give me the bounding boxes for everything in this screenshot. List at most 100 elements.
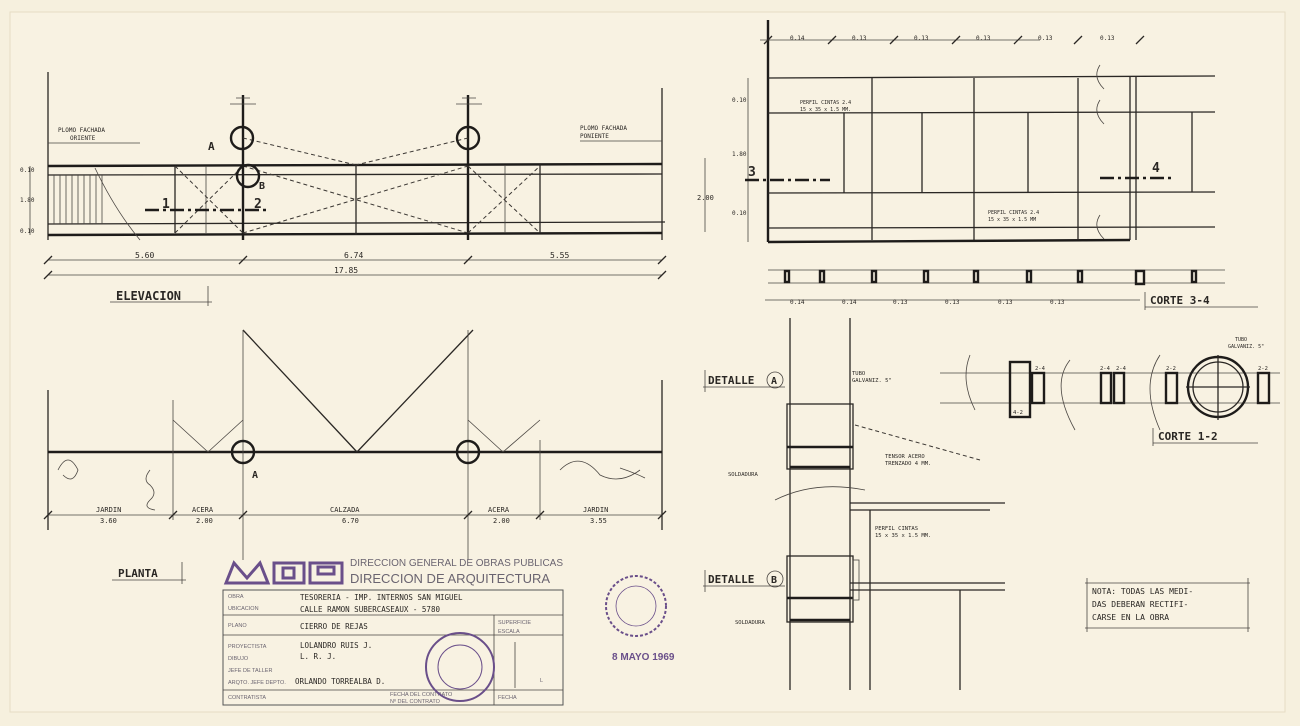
section-2-label: 2 [254, 197, 262, 212]
plomo-oriente-label-2: ORIENTE [70, 135, 96, 142]
c12-label-3: 2-4 [1100, 366, 1111, 372]
top-dim-3: 0.13 [914, 35, 929, 42]
section-3-label: 3 [748, 165, 756, 180]
detail-b-perfil-2: 15 x 35 x 1.5 MM. [875, 533, 931, 539]
note-line-1: NOTA: TODAS LAS MEDI- [1092, 587, 1193, 596]
height-dim-mid: 1.80 [20, 197, 35, 204]
reception-stamp: 8 MAYO 1969 [605, 575, 675, 663]
detail-b-perfil: PERFIL CINTAS [875, 526, 918, 532]
c12-tubo-2: GALVANIZ. 5" [1228, 344, 1264, 350]
arqto-jefe-value: ORLANDO TORREALBA D. [295, 677, 385, 686]
fecha-label: FECHA [498, 695, 517, 701]
elevation-title: ELEVACION [116, 289, 181, 303]
plano-label: PLANO [228, 623, 247, 629]
bottom-dim-5: 0.13 [998, 299, 1013, 306]
arqto-jefe-label: ARQTO. JEFE DEPTO. [228, 680, 286, 686]
plan-detail-a-label: A [252, 470, 258, 481]
section-1-2-title: CORTE 1-2 [1158, 430, 1218, 443]
detail-b-marker [235, 163, 261, 189]
detail-b-title: DETALLE [708, 573, 754, 586]
section-4-label: 4 [1152, 161, 1160, 176]
c34-total-height: 2.00 [697, 194, 714, 202]
org-line-2: DIRECCION DE ARQUITECTURA [350, 571, 550, 586]
jefe-taller-label: JEFE DE TALLER [228, 668, 272, 674]
detail-a-soldadura: SOLDADURA [728, 472, 758, 478]
c34-height-bottom: 0.10 [732, 210, 747, 217]
zone-jardin-2-dim: 3.55 [590, 517, 607, 525]
c34-height-mid: 1.80 [732, 151, 747, 158]
detail-a-letter: A [771, 376, 777, 387]
zone-acera-1-dim: 2.00 [196, 517, 213, 525]
perfil-note-top-2: 15 x 35 x 1.5 MM. [800, 107, 851, 113]
zone-acera-2: ACERA [488, 506, 510, 514]
plomo-poniente-label-2: PONIENTE [580, 133, 609, 140]
dim-1: 5.60 [135, 251, 154, 260]
detail-a-tensor-2: TRENZADO 4 MM. [885, 461, 931, 467]
zone-calzada: CALZADA [330, 506, 360, 514]
elevation-view: A B 1 2 PLOMO FACHADA ORIENTE PLOMO FACH… [20, 72, 667, 306]
zone-acera-2-dim: 2.00 [493, 517, 510, 525]
obra-label: OBRA [228, 594, 244, 600]
detail-a-label: A [208, 140, 215, 153]
plano-value: CIERRO DE REJAS [300, 622, 368, 631]
detail-a-title: DETALLE [708, 374, 754, 387]
detail-a-tubo: TUBO [852, 371, 865, 377]
c12-label-6: 2-2 [1258, 366, 1268, 372]
lamina-label: L [540, 678, 543, 684]
note-line-2: DAS DEBERAN RECTIFI- [1092, 600, 1188, 609]
plan-title: PLANTA [118, 567, 158, 580]
dim-2: 6.74 [344, 251, 363, 260]
total-dim: 17.85 [334, 266, 358, 275]
dibujo-label: DIBUJO [228, 656, 249, 662]
ubicacion-value: CALLE RAMON SUBERCASEAUX - 5780 [300, 605, 440, 614]
escala-label: ESCALA [498, 629, 520, 635]
plomo-oriente-label: PLOMO FACHADA [58, 127, 105, 134]
top-dim-6: 0.13 [1100, 35, 1115, 42]
note-box: NOTA: TODAS LAS MEDI- DAS DEBERAN RECTIF… [1085, 578, 1250, 632]
stamp-date: 8 MAYO 1969 [612, 652, 675, 663]
bottom-dim-3: 0.13 [893, 299, 908, 306]
bottom-dim-2: 0.14 [842, 299, 857, 306]
perfil-note-bottom: PERFIL CINTAS 2.4 [988, 210, 1039, 216]
height-dim-bottom: 0.10 [20, 228, 35, 235]
mop-logo [223, 560, 344, 585]
detail-b-letter: B [771, 575, 777, 586]
perfil-note-bottom-2: 15 x 35 x 1.5 MM [988, 217, 1036, 223]
c34-height-top: 0.10 [732, 97, 747, 104]
detail-views: DETALLE A TUBO GALVANIZ. 5" TENSOR ACERO… [703, 318, 1005, 690]
detail-b-label: B [259, 181, 265, 192]
zone-jardin-1-dim: 3.60 [100, 517, 117, 525]
top-dim-5: 0.13 [1038, 35, 1053, 42]
zone-calzada-dim: 6.70 [342, 517, 359, 525]
c12-label-5: 2-2 [1166, 366, 1176, 372]
section-1-2-view: 2-4 4-2 2-4 2-4 2-2 2-2 TUBO GALVANIZ. 5… [940, 337, 1280, 446]
superficie-label: SUPERFICIE [498, 620, 531, 626]
bottom-dim-6: 0.13 [1050, 299, 1065, 306]
c12-label-1: 2-4 [1035, 366, 1046, 372]
detail-a-marker [229, 125, 255, 151]
top-dim-1: 0.14 [790, 35, 805, 42]
bottom-dim-1: 0.14 [790, 299, 805, 306]
top-dim-2: 0.13 [852, 35, 867, 42]
detail-a-tubo-2: GALVANIZ. 5" [852, 378, 892, 384]
proyectista-label: PROYECTISTA [228, 644, 267, 650]
zone-jardin-2: JARDIN [583, 506, 608, 514]
bottom-dim-4: 0.13 [945, 299, 960, 306]
obra-value: TESORERIA - IMP. INTERNOS SAN MIGUEL [300, 593, 463, 602]
detail-b-soldadura: SOLDADURA [735, 620, 765, 626]
section-1-label: 1 [162, 197, 170, 212]
org-line-1: DIRECCION GENERAL DE OBRAS PUBLICAS [350, 558, 563, 569]
section-3-4-title: CORTE 3-4 [1150, 294, 1210, 307]
top-dim-4: 0.13 [976, 35, 991, 42]
detail-a-tensor: TENSOR ACERO [885, 454, 925, 460]
zone-acera-1: ACERA [192, 506, 214, 514]
note-line-3: CARSE EN LA OBRA [1092, 613, 1169, 622]
contratista-label: CONTRATISTA [228, 695, 266, 701]
zone-jardin-1: JARDIN [96, 506, 121, 514]
official-stamp [425, 632, 495, 702]
proyectista-value: LOLANDRO RUIS J. [300, 641, 372, 650]
ubicacion-label: UBICACION [228, 606, 259, 612]
c12-label-4: 2-4 [1116, 366, 1127, 372]
